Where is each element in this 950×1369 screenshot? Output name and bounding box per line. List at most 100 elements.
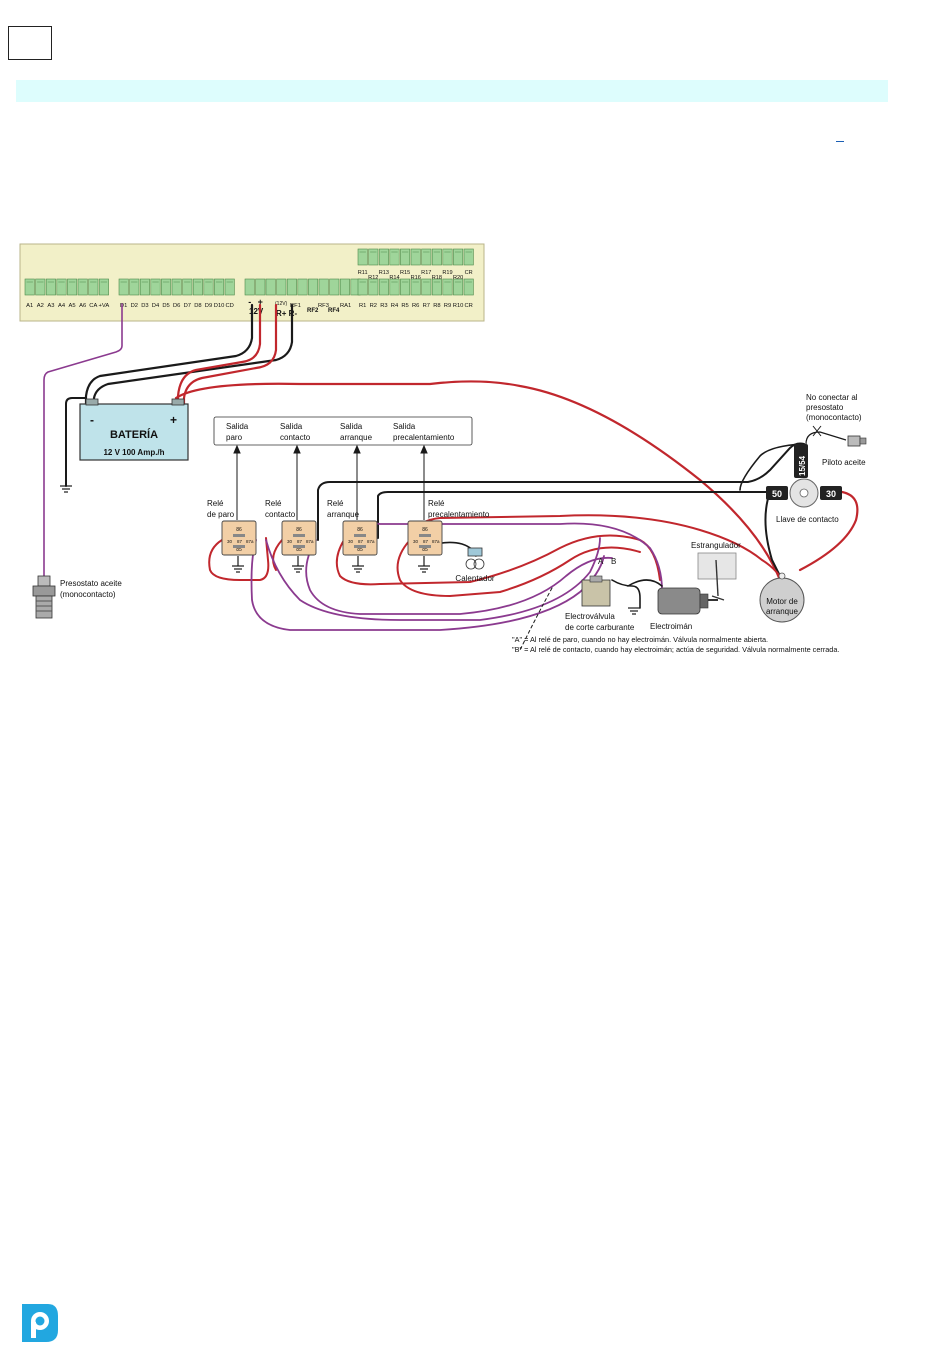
piloto-label: Piloto aceite: [822, 458, 866, 467]
wire-key-50: [377, 491, 771, 539]
terminal-a-3: [45, 278, 56, 296]
terminal-a-6: [77, 278, 88, 296]
relay-pin-86: 86: [296, 527, 302, 533]
rf-label: RA1: [340, 303, 351, 309]
output-precal-line1: Salida: [393, 422, 416, 431]
terminal-d-label: D6: [173, 303, 180, 309]
output-paro-line2: paro: [226, 433, 243, 442]
wire-negative-1: [84, 303, 254, 412]
terminal-d-label: D10: [214, 303, 225, 309]
relay-pin-85: 85: [357, 547, 363, 553]
terminal-top-label: R16: [411, 275, 421, 281]
terminal-power-label: -: [248, 297, 251, 307]
relay-paro-label1: Relé: [207, 499, 224, 508]
electroiman-label: Electroimán: [650, 622, 692, 631]
output-contacto-line1: Salida: [280, 422, 303, 431]
wire-precal-to-motor: [409, 514, 787, 587]
terminal-d-label: D1: [120, 303, 127, 309]
terminal-r-11: [463, 278, 474, 296]
terminal-a-label: A5: [69, 303, 76, 309]
presostato-label2: (monocontacto): [60, 590, 116, 599]
motor-label1: Motor de: [766, 597, 798, 606]
terminal-top-4: [389, 248, 400, 266]
terminal-d-2: [129, 278, 140, 296]
footnote-link[interactable]: [836, 131, 844, 142]
battery: - + BATERÍA 12 V 100 Amp./h: [79, 398, 189, 461]
terminal-d-label: D2: [131, 303, 138, 309]
valve-a-label: A: [598, 557, 604, 566]
terminal-a-label: A2: [37, 303, 44, 309]
terminal-d-label: CD: [226, 303, 234, 309]
terminal-power-2: [255, 278, 266, 296]
terminal-d-label: D9: [205, 303, 212, 309]
terminal-top-11: [463, 248, 474, 266]
terminal-d-3: [139, 278, 150, 296]
terminal-rf-4: [297, 278, 308, 296]
terminal-top-label: R12: [368, 275, 378, 281]
terminal-r-label: R4: [391, 303, 399, 309]
relay-pin-30: 30: [348, 539, 354, 544]
relay-pin-30: 30: [413, 539, 419, 544]
wire-30-motor: [798, 490, 859, 572]
terminal-rf-2: [276, 278, 287, 296]
terminal-d-label: D3: [141, 303, 148, 309]
terminal-r-10: [453, 278, 464, 296]
relay-pin-87: 87: [423, 539, 429, 544]
terminal-top-label: R18: [432, 275, 442, 281]
terminal-r-3: [378, 278, 389, 296]
terminal-power-label: +: [258, 297, 263, 307]
estrangulador: Estrangulador: [691, 541, 741, 601]
electroiman: Electroimán: [650, 587, 718, 631]
terminal-a-label: A1: [26, 303, 33, 309]
terminal-d-5: [161, 278, 172, 296]
terminal-r-label: CR: [465, 303, 473, 309]
llave-label: Llave de contacto: [776, 515, 839, 524]
relay-pin-87a: 87a: [367, 539, 375, 544]
terminal-a-label: A6: [79, 303, 86, 309]
rf-label: RF1: [290, 303, 301, 309]
terminal-d-label: D5: [162, 303, 169, 309]
terminal-top-label: R19: [442, 270, 452, 276]
terminal-a-label: A4: [58, 303, 66, 309]
terminal-r-label: R8: [433, 303, 440, 309]
power-12v-label: 12V: [249, 307, 264, 316]
terminal-d-4: [150, 278, 161, 296]
presostato-sensor: Presostato aceite (monocontacto): [32, 575, 122, 619]
battery-plus: +: [170, 413, 177, 427]
relay-contacto-label1: Relé: [265, 499, 282, 508]
terminal-top-label: R20: [453, 275, 463, 281]
llave-terminal-1554: 15/54: [798, 455, 807, 476]
terminal-top-5: [400, 248, 411, 266]
terminal-power-1: [244, 278, 255, 296]
terminal-r-2: [368, 278, 379, 296]
relay-pin-86: 86: [422, 527, 428, 533]
terminal-r-label: R6: [412, 303, 419, 309]
terminal-r-label: R3: [380, 303, 387, 309]
terminal-top-label: CR: [465, 270, 473, 276]
terminal-top-1: [357, 248, 368, 266]
relay-pin-87: 87: [237, 539, 243, 544]
terminal-top-label: R14: [389, 275, 399, 281]
relay-pin-85: 85: [422, 547, 428, 553]
notes: "A" = Al relé de paro, cuando no hay ele…: [512, 635, 839, 654]
output-precal-line2: precalentamiento: [393, 433, 455, 442]
terminal-d-label: D7: [184, 303, 191, 309]
terminal-rf-7: [329, 278, 340, 296]
terminal-a-8: [98, 278, 109, 296]
piloto-aceite: No conectar al presostato (monocontacto)…: [805, 393, 867, 467]
wire-piloto: [739, 443, 803, 491]
no-conectar-line3: (monocontacto): [806, 413, 862, 422]
presostato-label1: Presostato aceite: [60, 579, 122, 588]
relay-pin-86: 86: [357, 527, 363, 533]
relay-pin-85: 85: [296, 547, 302, 553]
header-band: [16, 80, 888, 102]
terminal-a-4: [56, 278, 67, 296]
electrovalvula: A B Electroválvula de corte carburante: [565, 557, 635, 632]
terminal-d-10: [214, 278, 225, 296]
terminal-r-label: R2: [370, 303, 377, 309]
wire-electroiman-ground: [627, 579, 663, 587]
